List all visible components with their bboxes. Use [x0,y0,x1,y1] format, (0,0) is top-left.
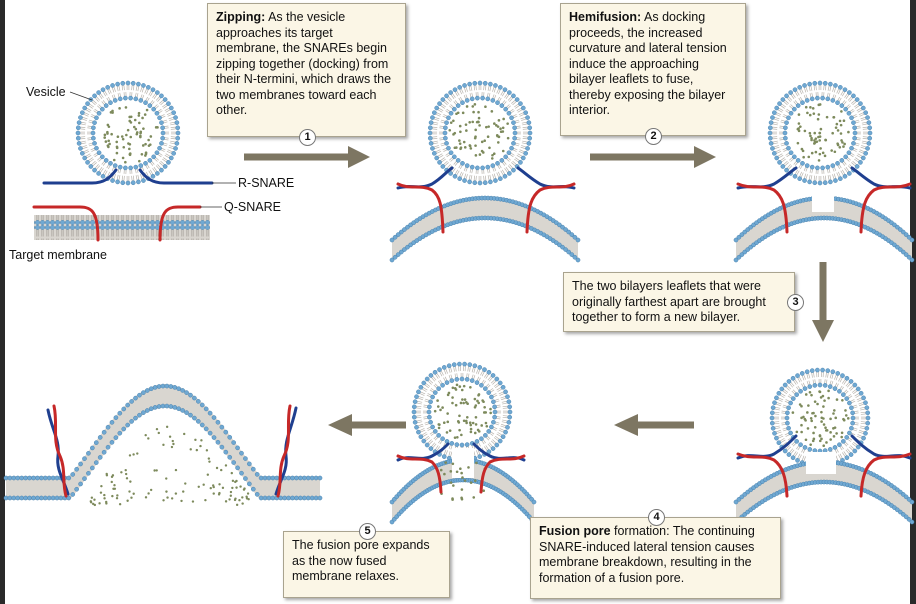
released-cargo [455,470,459,474]
released-cargo [451,498,454,501]
released-cargo [475,461,478,465]
step-5-number: 5 [359,523,376,540]
target-membrane-stage-3 [733,195,915,263]
q-snare-stage-2-left [396,182,445,234]
vesicle-label: Vesicle [26,85,66,99]
released-cargo [463,479,467,482]
q-snare-stage-5-right [479,454,526,494]
vesicle-stage-1 [75,80,181,186]
target-membrane-label: Target membrane [9,248,107,262]
released-cargo [443,472,446,476]
released-cargo [452,484,455,487]
step-4-caption: Fusion pore formation: The continuing SN… [530,517,781,599]
hemifusion-gap [812,192,834,212]
arrow-1 [244,146,370,168]
step-1-title: Zipping: [216,10,266,24]
step-2-title: Hemifusion: [569,10,642,24]
released-cargo [451,462,455,466]
q-snare-stage-3-left [736,182,789,234]
q-snare-label: Q-SNARE [224,200,281,214]
step-3-text: The two bilayers leaflets that were orig… [572,279,766,324]
step-4-number: 4 [648,509,665,526]
step-5-caption: The fusion pore expands as the now fused… [283,531,450,598]
step-2-text: As docking proceeds, the increased curva… [569,10,727,117]
vesicle-stage-3 [767,80,873,186]
q-snare-stage-3-right [859,182,912,234]
step-3-number: 3 [787,294,804,311]
right-frame-edge [910,0,916,604]
fusion-pore [452,448,474,478]
released-cargo [460,497,464,501]
r-snare-stage-1 [42,168,214,185]
step-4-text: formation: The continuing SNARE-induced … [539,524,755,585]
arrow-3 [812,262,834,342]
q-snare-stage-1-right [158,205,202,242]
q-snare-stage-4-right [859,452,912,498]
step-1-number: 1 [299,129,316,146]
vesicle-leader-line [69,91,93,101]
step-4-title: Fusion pore [539,524,611,538]
released-cargo [459,467,462,471]
released-cargo [449,470,453,473]
released-cargo [444,461,448,464]
released-cargo [482,489,486,493]
arrow-2 [590,146,716,168]
released-cargo [449,481,453,484]
released-cargo [460,488,464,491]
new-bilayer-zone [806,452,836,474]
r-snare-label: R-SNARE [238,176,295,190]
arrow-4 [614,414,694,436]
step-2-number: 2 [645,128,662,145]
vesicle-stage-2 [427,80,533,186]
target-membrane-stage-2 [389,195,581,263]
released-cargo [461,476,464,479]
q-snare-stage-6-right [276,404,292,498]
step-3-caption: The two bilayers leaflets that were orig… [563,272,795,332]
step-1-text: As the vesicle approaches its target mem… [216,10,392,117]
released-cargo [473,479,477,483]
q-snare-stage-1-left [32,205,100,242]
q-snare-stage-5-left [396,454,443,494]
released-cargo [469,481,473,484]
released-cargo [467,466,470,469]
q-snare-stage-4-left [736,452,789,498]
step-5-text: The fusion pore expands as the now fused… [292,538,430,583]
vesicle-stage-5 [411,361,513,463]
released-cargo [439,468,443,472]
step-1-caption: Zipping: As the vesicle approaches its t… [207,3,406,137]
left-frame-edge [0,0,5,604]
released-cargo [460,471,463,475]
q-snare-stage-6-left [52,404,68,498]
step-2-caption: Hemifusion: As docking proceeds, the inc… [560,3,746,136]
r-snare-stage-4-right [850,434,912,460]
q-snare-stage-2-right [525,182,576,234]
released-cargo [472,496,476,499]
fused-membrane-relaxed [3,383,323,507]
vesicle-stage-4 [769,367,871,469]
target-membrane-stage-1 [34,215,210,240]
arrow-5 [328,414,406,436]
